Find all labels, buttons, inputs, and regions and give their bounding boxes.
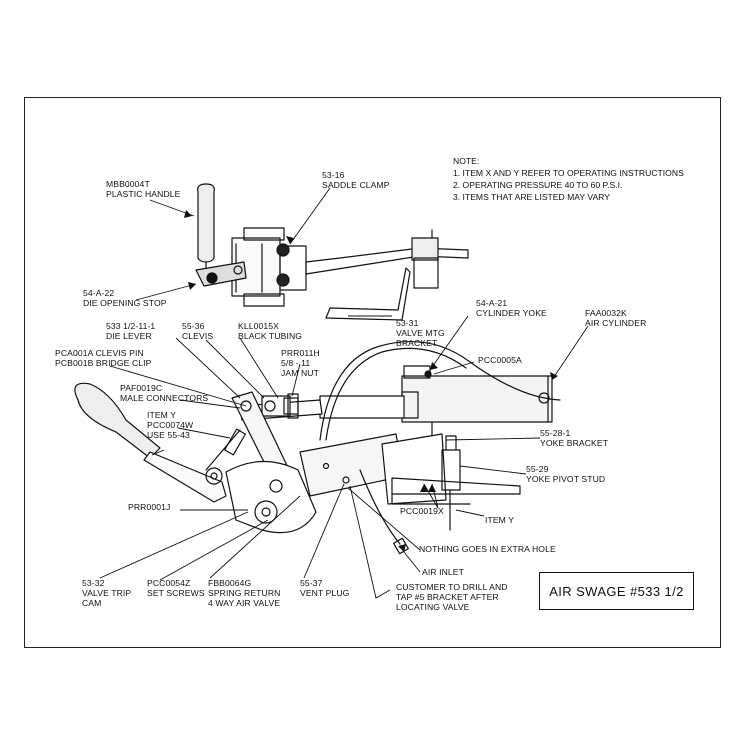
male-connector bbox=[205, 428, 246, 471]
yoke-bracket bbox=[381, 421, 447, 505]
diagram-title: AIR SWAGE #533 1/2 bbox=[549, 583, 684, 599]
label-pcc0019x: PCC0019X bbox=[400, 506, 444, 516]
note-item: 3. ITEMS THAT ARE LISTED MAY VARY bbox=[453, 192, 610, 202]
lower-handle bbox=[74, 382, 227, 503]
label-male-connectors: PAF0019C MALE CONNECTORS bbox=[120, 383, 209, 404]
label-air-valve: FBB0064G SPRING RETURN 4 WAY AIR VALVE bbox=[208, 578, 281, 609]
jam-nut bbox=[283, 397, 299, 415]
label-valve-trip-cam: 53-32 VALVE TRIP CAM bbox=[82, 578, 132, 609]
label-yoke-pivot-stud: 55-29 YOKE PIVOT STUD bbox=[526, 464, 606, 485]
label-set-screws: PCC0054Z SET SCREWS bbox=[147, 578, 205, 599]
note-item: 1. ITEM X AND Y REFER TO OPERATING INSTR… bbox=[453, 168, 684, 178]
label-cylinder-yoke: 54-A-21 CYLINDER YOKE bbox=[476, 298, 547, 319]
label-item-y-top: ITEM Y PCC0074W USE 55-43 bbox=[147, 410, 194, 441]
label-saddle-clamp: 53-16 SADDLE CLAMP bbox=[322, 170, 390, 191]
label-die-lever: 533 1/2-11-1 DIE LEVER bbox=[106, 321, 156, 342]
label-customer-note: CUSTOMER TO DRILL AND TAP #5 BRACKET AFT… bbox=[396, 582, 508, 613]
yoke-pivot-stud bbox=[441, 435, 461, 531]
label-clevis: 55-36 CLEVIS bbox=[182, 321, 214, 342]
label-jam-nut: PRR011H 5/8 - 11 JAM NUT bbox=[281, 348, 320, 379]
plastic-handle bbox=[197, 183, 215, 273]
note-item: 2. OPERATING PRESSURE 40 TO 60 P.S.I. bbox=[453, 180, 623, 190]
label-valve-mtg-bracket: 53-31 VALVE MTG BRACKET bbox=[396, 318, 445, 349]
label-item-y-bottom: ITEM Y bbox=[485, 515, 515, 525]
label-die-opening-stop: 54-A-22 DIE OPENING STOP bbox=[83, 288, 167, 309]
clevis bbox=[261, 393, 299, 419]
label-prr0001j: PRR0001J bbox=[128, 502, 171, 512]
label-plastic-handle: MBB0004T PLASTIC HANDLE bbox=[106, 179, 181, 200]
drawing-sheet bbox=[24, 97, 721, 648]
label-yoke-bracket: 55-28-1 YOKE BRACKET bbox=[540, 428, 609, 449]
saddle-clamp bbox=[231, 227, 307, 307]
label-air-cylinder: FAA0032K AIR CYLINDER bbox=[585, 308, 647, 329]
cylinder-yoke bbox=[319, 391, 419, 419]
label-black-tubing: KLL0015X BLACK TUBING bbox=[238, 321, 303, 342]
notes-heading: NOTE: bbox=[453, 156, 480, 166]
valve-mtg-bracket bbox=[325, 267, 411, 321]
valve-bracket-extension bbox=[391, 477, 521, 505]
air-cylinder bbox=[401, 365, 553, 423]
top-lever-arm bbox=[305, 229, 469, 289]
valve-trip-cam bbox=[225, 460, 317, 534]
label-vent-plug: 55-37 VENT PLUG bbox=[300, 578, 350, 599]
notes-block: NOTE: 1. ITEM X AND Y REFER TO OPERATING… bbox=[453, 155, 684, 203]
title-box: AIR SWAGE #533 1/2 bbox=[539, 572, 694, 610]
label-extra-hole: NOTHING GOES IN EXTRA HOLE bbox=[419, 544, 556, 554]
label-pcc0005a: PCC0005A bbox=[478, 355, 522, 365]
die-opening-stop bbox=[195, 261, 247, 287]
label-clevis-pin: PCA001A CLEVIS PIN PCB001B BRIDGE CLIP bbox=[55, 348, 152, 369]
label-air-inlet: AIR INLET bbox=[422, 567, 464, 577]
